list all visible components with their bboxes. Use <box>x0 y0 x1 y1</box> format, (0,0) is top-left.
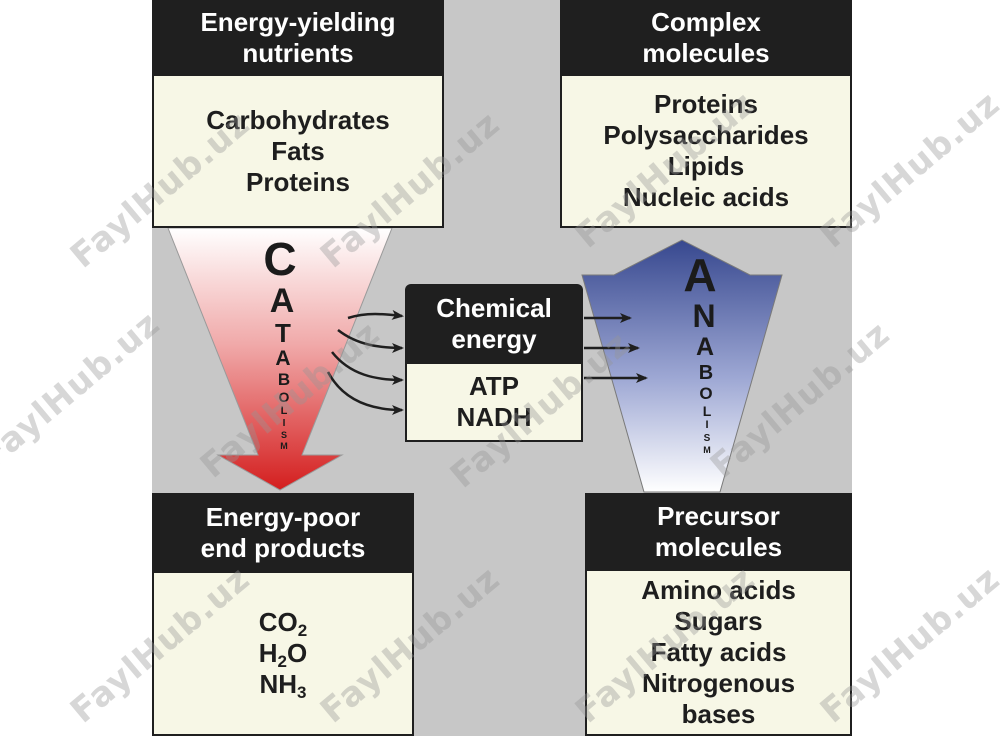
formula-nh3: NH3 <box>154 669 412 702</box>
formula-sub: 2 <box>277 652 287 671</box>
header-line: molecules <box>654 532 783 562</box>
header-line: molecules <box>642 38 770 68</box>
catabolism-letter: C <box>263 233 297 285</box>
catabolism-letter: M <box>280 441 288 451</box>
formula-main: NH <box>259 669 298 699</box>
list-item: ATP <box>468 371 520 401</box>
list-item: Fatty acids <box>650 637 787 667</box>
list-item: Fats <box>271 135 325 166</box>
list-item: Amino acids <box>641 575 796 605</box>
header-line: Precursor <box>657 501 780 531</box>
energy-poor-end-products-header: Energy-poor end products <box>152 493 414 573</box>
energy-yielding-nutrients-box: Carbohydrates Fats Proteins <box>152 76 444 228</box>
complex-molecules-header: Complex molecules <box>560 0 852 76</box>
energy-arrow-3 <box>331 351 404 385</box>
list-item: Nucleic acids <box>622 182 790 212</box>
list-item: Carbohydrates <box>206 104 390 135</box>
list-item: Proteins <box>245 166 351 197</box>
anabolism-letter: B <box>698 362 714 384</box>
header-line: Complex <box>651 7 761 37</box>
anabolism-arrow <box>581 239 783 493</box>
precursor-molecules-box: Amino acids Sugars Fatty acids Nitrogeno… <box>585 571 852 736</box>
list-item: NADH <box>456 402 532 432</box>
formula-co2: CO2 <box>154 607 412 640</box>
anabolism-letter: S <box>703 433 711 444</box>
anabolism-letter: A <box>683 249 717 301</box>
energy-poor-end-products-box: CO2 H2O NH3 <box>152 573 414 736</box>
header-line: Chemical <box>436 293 552 323</box>
formula-main: CO <box>258 607 298 637</box>
chemical-energy-box: ATP NADH <box>405 364 583 442</box>
list-item: bases <box>681 699 756 729</box>
header-line: Energy-poor <box>205 502 361 532</box>
precursor-molecules-header: Precursor molecules <box>585 493 852 571</box>
catabolism-letter: L <box>280 405 288 417</box>
catabolism-letter: B <box>277 370 291 389</box>
header-line: end products <box>200 533 366 563</box>
anabolism-letter: O <box>699 384 713 403</box>
list-item: Polysaccharides <box>603 120 809 150</box>
formula-sub: 3 <box>297 683 307 702</box>
catabolism-letter: A <box>269 282 295 320</box>
chemical-energy-header: Chemical energy <box>405 284 583 364</box>
formula-sub: 2 <box>297 621 308 640</box>
formula-h2o: H2O <box>154 638 412 671</box>
list-item: Proteins <box>653 89 759 119</box>
catabolism-arrow <box>167 227 393 491</box>
anabolism-letter: I <box>705 419 709 431</box>
list-item: Nitrogenous <box>641 668 796 698</box>
list-item: Lipids <box>667 151 745 181</box>
energy-arrow-4 <box>326 371 404 415</box>
watermark: FaylHub.uz <box>0 303 168 477</box>
catabolism-letter: S <box>280 430 288 440</box>
header-line: nutrients <box>242 38 354 68</box>
diagram-panel: Energy-yielding nutrients Carbohydrates … <box>152 0 852 736</box>
catabolism-letter: T <box>275 318 291 348</box>
energy-arrow-1 <box>347 309 404 320</box>
header-line: energy <box>451 324 537 354</box>
catabolism-letter: O <box>278 389 290 405</box>
arrows-layer <box>167 227 783 493</box>
formula-main: H <box>258 638 278 668</box>
anabolism-letter: N <box>692 298 716 334</box>
header-line: Energy-yielding <box>200 7 396 37</box>
anabolism-letter: M <box>703 445 711 455</box>
complex-molecules-box: Proteins Polysaccharides Lipids Nucleic … <box>560 76 852 228</box>
anabolism-letter: L <box>702 403 712 419</box>
energy-yielding-nutrients-header: Energy-yielding nutrients <box>152 0 444 76</box>
list-item: Sugars <box>674 606 763 636</box>
anabolism-letter: A <box>695 333 715 361</box>
energy-arrow-2 <box>337 329 404 353</box>
catabolism-letter: A <box>275 347 291 370</box>
formula-tail: O <box>287 638 308 668</box>
catabolism-letter: I <box>282 418 286 429</box>
